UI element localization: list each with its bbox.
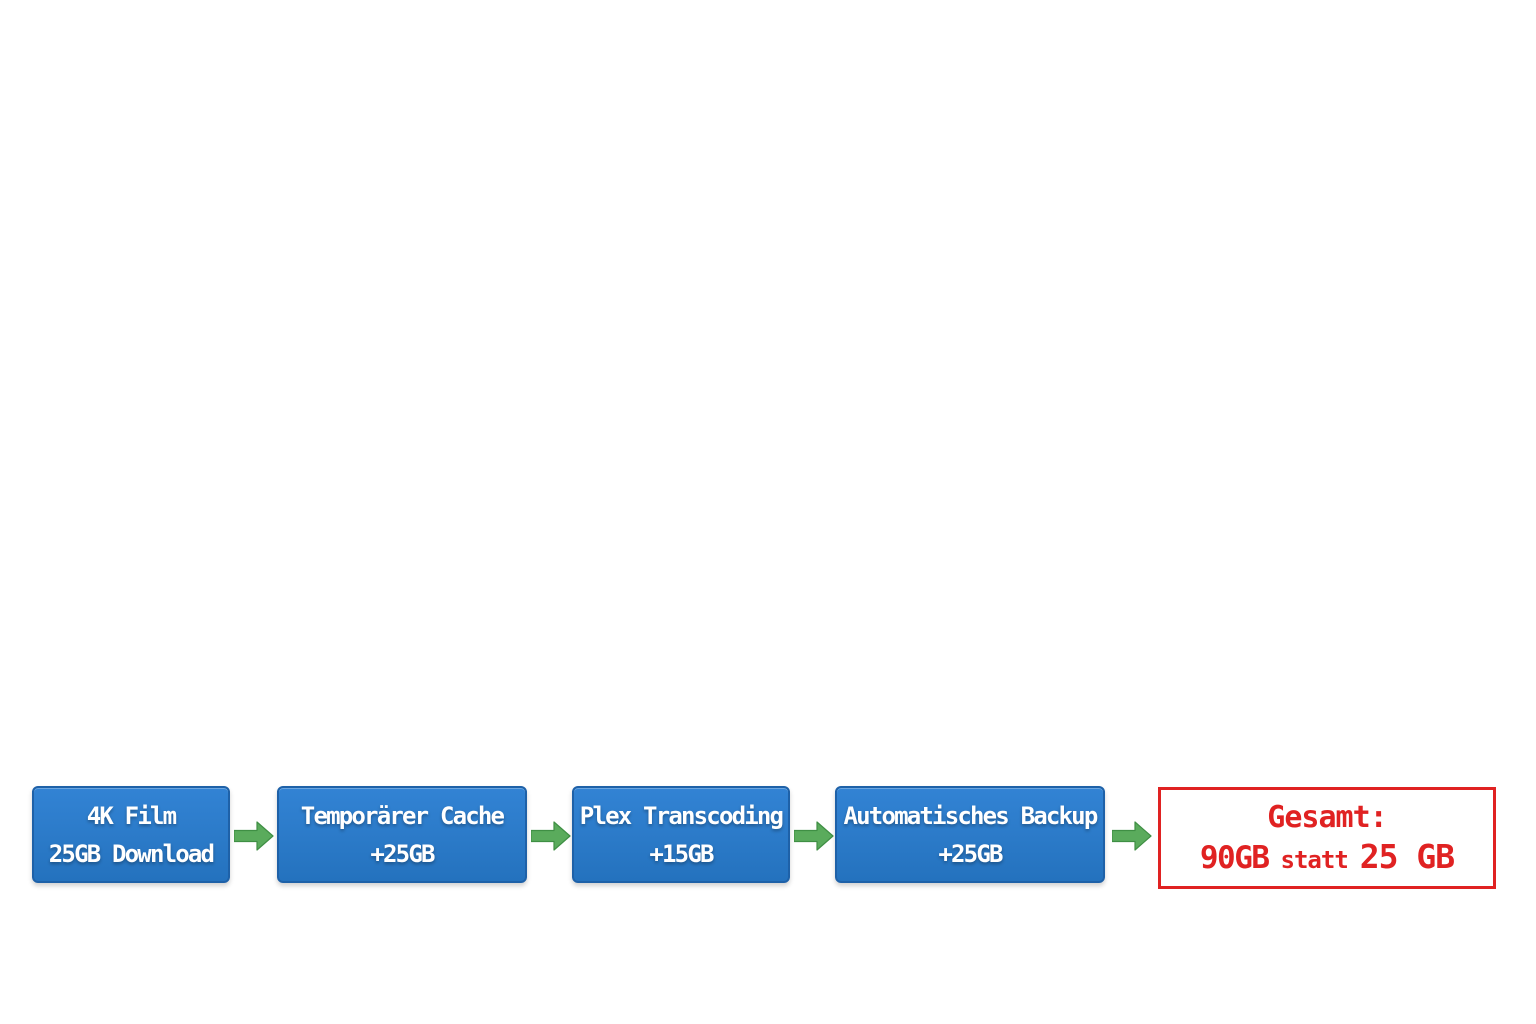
step-subtitle: 25GB Download	[48, 839, 215, 868]
step-title: Temporärer Cache	[300, 801, 505, 830]
arrow-right-icon	[234, 821, 274, 851]
statt-label: statt	[1280, 845, 1349, 874]
total-title: Gesamt:	[1267, 799, 1387, 835]
step-subtitle: +15GB	[649, 839, 714, 868]
step-subtitle: +25GB	[370, 839, 435, 868]
total-amount: 90GB	[1199, 839, 1270, 876]
flow-step-4k-film: 4K Film 25GB Download	[32, 786, 230, 883]
original-amount: 25 GB	[1359, 836, 1455, 876]
step-title: Automatisches Backup	[843, 801, 1099, 830]
arrow-right-icon	[531, 821, 571, 851]
total-amount-line: 90GB statt 25 GB	[1199, 836, 1455, 876]
arrow-right-icon	[1112, 821, 1152, 851]
total-box: Gesamt: 90GB statt 25 GB	[1158, 787, 1496, 889]
step-subtitle: +25GB	[938, 839, 1003, 868]
flow-step-temp-cache: Temporärer Cache +25GB	[277, 786, 527, 883]
flow-step-auto-backup: Automatisches Backup +25GB	[835, 786, 1105, 883]
arrow-right-icon	[794, 821, 834, 851]
flow-step-plex-transcoding: Plex Transcoding +15GB	[572, 786, 790, 883]
step-title: 4K Film	[86, 801, 177, 830]
step-title: Plex Transcoding	[579, 801, 784, 830]
